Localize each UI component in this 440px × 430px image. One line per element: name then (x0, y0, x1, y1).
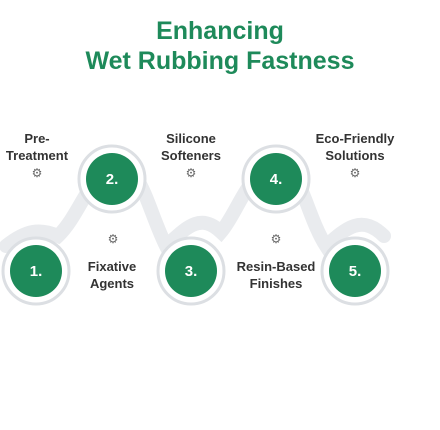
step-3-label-line-1: Silicone (166, 131, 216, 146)
step-5-number: 5. (349, 263, 362, 280)
step-3-label-line-2: Softeners (161, 148, 221, 163)
step-2-label-line-2: Agents (89, 276, 135, 291)
step-2-number: 2. (106, 171, 119, 188)
step-4-number: 4. (270, 171, 283, 188)
step-2-label: Fixative Agents (76, 258, 148, 292)
gear-icon: ⚙ (270, 232, 282, 246)
step-1-label-line-2: Treatment (5, 148, 69, 163)
step-2-marker: 2. (77, 144, 147, 214)
step-4-label-line-1: Resin-Based (236, 259, 316, 274)
step-1-label-line-1: Pre- (24, 131, 50, 146)
gear-icon: ⚙ (107, 232, 119, 246)
gear-icon: ⚙ (31, 166, 43, 180)
step-5-label-line-2: Solutions (325, 148, 385, 163)
step-4-label: Resin-Based Finishes (231, 258, 321, 292)
gear-icon: ⚙ (349, 166, 361, 180)
wave-ribbon (0, 157, 391, 258)
step-4-marker: 4. (241, 144, 311, 214)
step-5-label-line-1: Eco-Friendly (315, 131, 395, 146)
step-5-label: Eco-Friendly Solutions (306, 130, 404, 164)
step-1-number: 1. (30, 263, 43, 280)
step-2-label-line-1: Fixative (87, 259, 137, 274)
title-line-2: Wet Rubbing Fastness (85, 47, 355, 75)
step-4-label-line-2: Finishes (249, 276, 303, 291)
title-line-1: Enhancing (156, 17, 284, 45)
step-3-number: 3. (185, 263, 198, 280)
gear-icon: ⚙ (185, 166, 197, 180)
step-5-marker: 5. (320, 236, 390, 306)
step-1-label: Pre- Treatment (2, 130, 72, 164)
step-1-marker: 1. (1, 236, 71, 306)
step-3-label: Silicone Softeners (151, 130, 231, 164)
step-3-marker: 3. (156, 236, 226, 306)
